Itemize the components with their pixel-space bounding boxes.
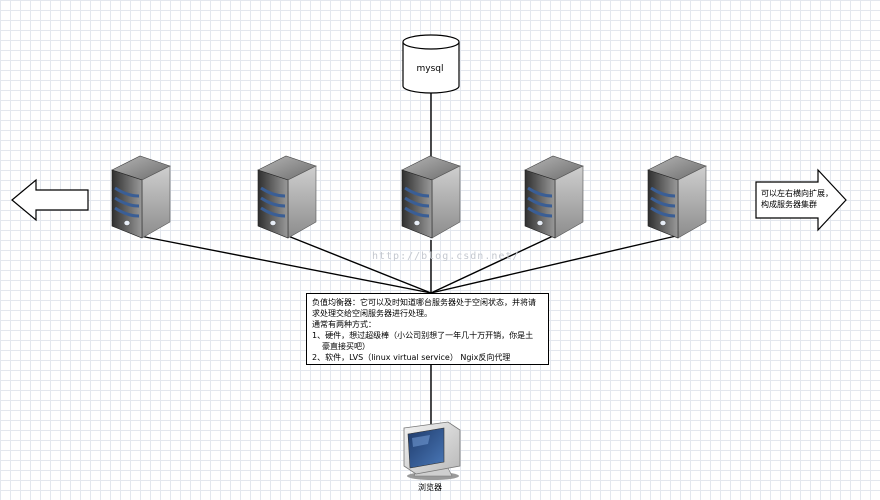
mysql-label: mysql: [416, 64, 444, 74]
load-balancer-line: 通常有两种方式：: [312, 320, 376, 329]
scale-left-arrow-icon: [11, 178, 89, 222]
scale-out-note: 可以左右横向扩展， 构成服务器集群: [761, 188, 841, 210]
browser-client-icon: [403, 421, 461, 480]
load-balancer-line: 豪直接买吧）: [322, 342, 370, 351]
link-server4-lb: [430, 235, 554, 294]
link-server1-lb: [139, 235, 432, 294]
watermark-text: http://blog.csdn.net/: [372, 251, 520, 262]
mysql-database-icon: [402, 34, 460, 94]
connector-lines: [139, 93, 677, 428]
load-balancer-line: 2、软件，LVS（linux virtual service） Ngix反向代理: [312, 353, 511, 362]
load-balancer-line: 求处理交给空闲服务器进行处理。: [312, 309, 432, 318]
scale-out-note-line: 构成服务器集群: [761, 200, 817, 209]
server-icon: [646, 154, 708, 240]
server-icon: [523, 154, 585, 240]
server-icon: [400, 154, 462, 240]
load-balancer-box: 负值均衡器：它可以及时知道哪台服务器处于空闲状态，并将请 求处理交给空闲服务器进…: [306, 293, 549, 365]
server-icon: [110, 154, 172, 240]
scale-right-arrow-icon: [755, 168, 847, 232]
link-server2-lb: [287, 235, 432, 294]
scale-out-note-line: 可以左右横向扩展，: [761, 189, 833, 198]
browser-label: 浏览器: [418, 483, 442, 492]
load-balancer-line: 负值均衡器：它可以及时知道哪台服务器处于空闲状态，并将请: [312, 298, 536, 307]
link-server5-lb: [430, 235, 677, 294]
load-balancer-line: 1、硬件，想过超级棒（小公司别想了一年几十万开销，你是土: [312, 331, 534, 340]
server-icon: [256, 154, 318, 240]
